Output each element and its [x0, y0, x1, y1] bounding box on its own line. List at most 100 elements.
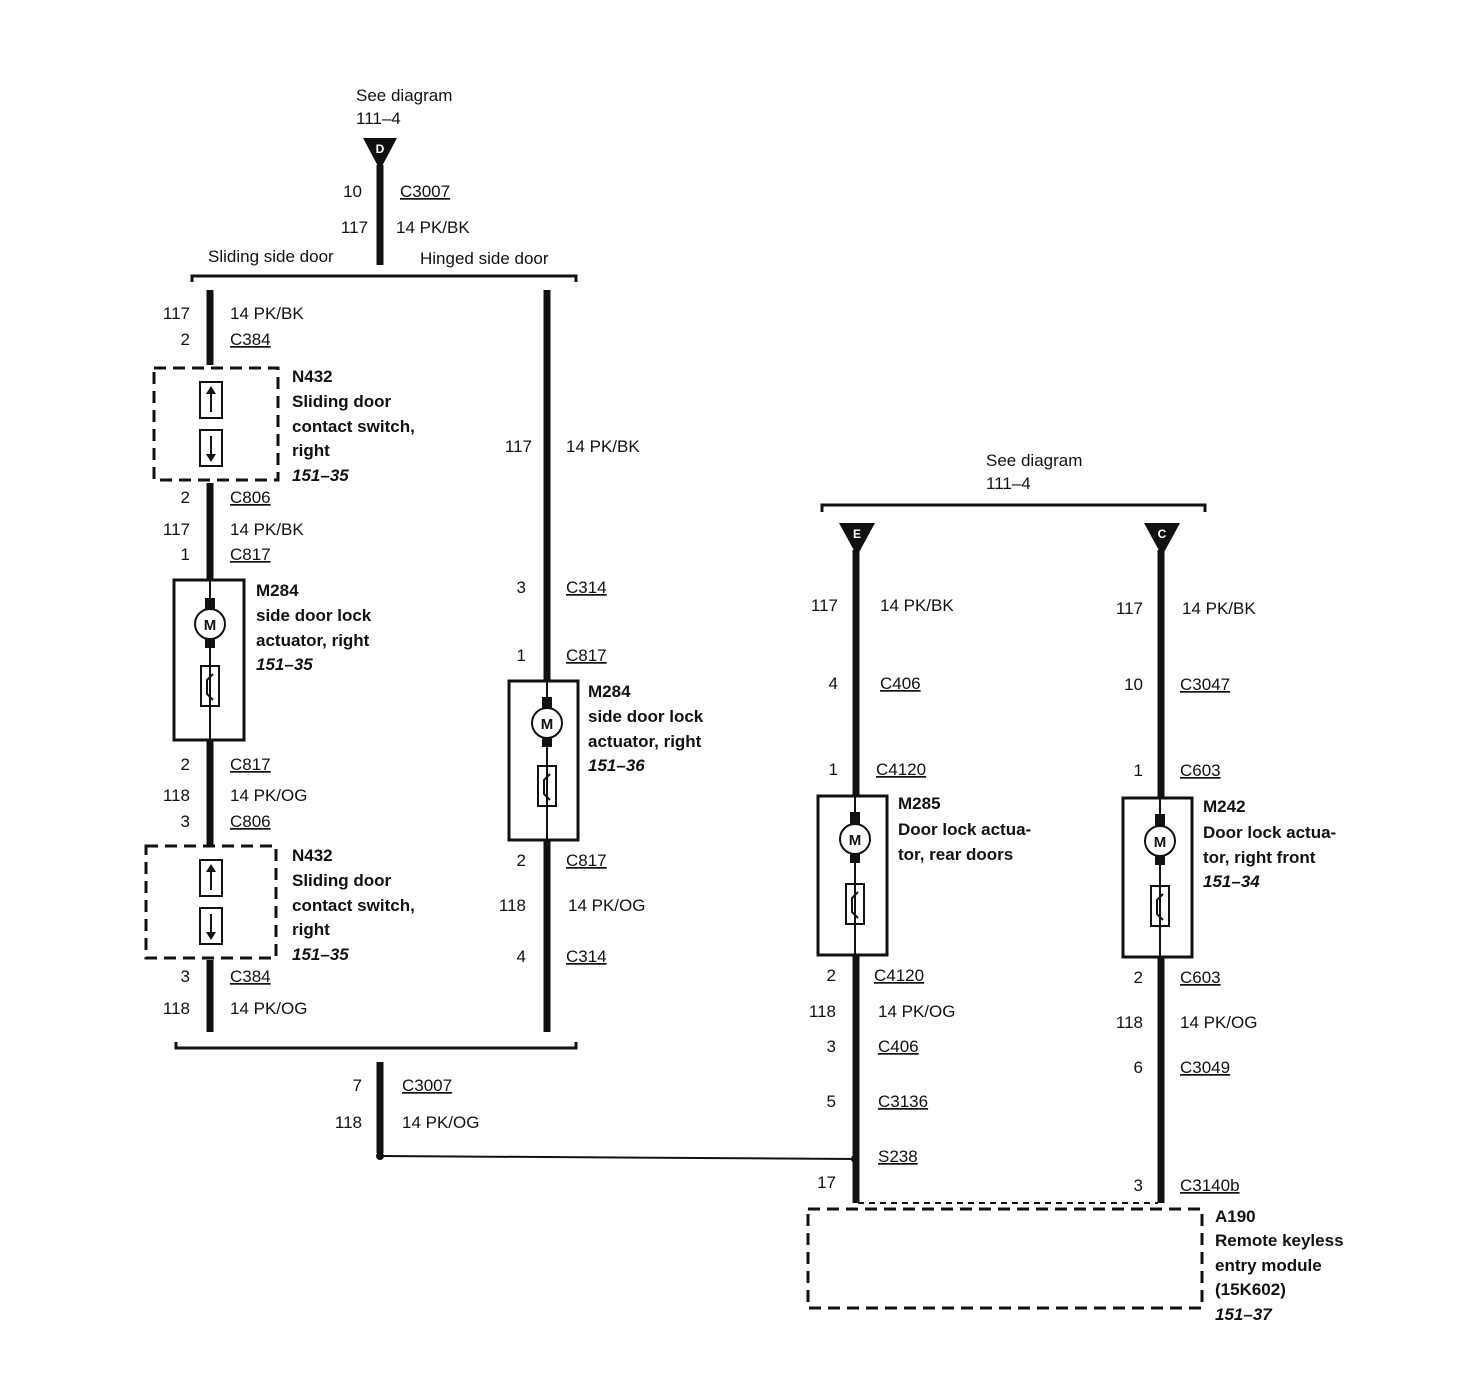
see-diagram-label: See diagram [356, 86, 452, 105]
lock-switch-icon [1150, 885, 1170, 927]
component-name: contact switch, [292, 896, 415, 915]
component-id: M284 [588, 682, 631, 701]
connector-label: C384 [230, 330, 271, 349]
component-name: Door lock actua- [898, 820, 1031, 839]
ref-letter-e: E [853, 527, 861, 541]
component-name: entry module [1215, 1256, 1322, 1275]
wire-label: 14 PK/BK [880, 596, 954, 615]
wire-label: 14 PK/BK [566, 437, 640, 456]
component-name: side door lock [588, 707, 704, 726]
wire-label: 14 PK/BK [396, 218, 470, 237]
pin-label: 1 [1134, 761, 1143, 780]
component-name: Sliding door [292, 871, 392, 890]
component-id: M284 [256, 581, 299, 600]
component-id: A190 [1215, 1207, 1256, 1226]
switch-contact-up-icon [199, 381, 223, 419]
wire-label: 14 PK/OG [568, 896, 645, 915]
connector-label: C3049 [1180, 1058, 1230, 1077]
switch-contact-up-icon [199, 859, 223, 897]
ref-triangle-c-icon [1144, 523, 1180, 556]
circuit-label: 118 [809, 1002, 836, 1021]
switch-contact-down-icon [199, 907, 223, 945]
component-name: right [292, 920, 330, 939]
component-page-ref: 151–35 [256, 655, 313, 674]
connector-label: C3047 [1180, 675, 1230, 694]
component-name: Sliding door [292, 392, 392, 411]
circuit-label: 117 [1116, 599, 1143, 618]
circuit-label: 118 [163, 786, 190, 805]
pin-label: 1 [829, 760, 838, 779]
wire-label: 14 PK/BK [1182, 599, 1256, 618]
component-page-ref: 151–34 [1203, 872, 1260, 891]
switch-n432-bottom-box [144, 844, 278, 960]
pin-label: 3 [1134, 1176, 1143, 1195]
connector-label: C384 [230, 967, 271, 986]
connector-label: C406 [880, 674, 921, 693]
wire-label: 14 PK/OG [230, 999, 307, 1018]
wire-label: 14 PK/OG [878, 1002, 955, 1021]
svg-text:M: M [849, 832, 862, 849]
component-name: actuator, right [588, 732, 702, 751]
pin-label: 4 [517, 947, 526, 966]
connector-label: C3136 [878, 1092, 928, 1111]
pin-label: 17 [817, 1173, 836, 1192]
circuit-label: 117 [811, 596, 838, 615]
component-page-ref: 151–36 [588, 756, 645, 775]
wire-label: 14 PK/OG [1180, 1013, 1257, 1032]
component-id: M285 [898, 794, 941, 813]
see-diagram-label: See diagram [986, 451, 1082, 470]
branch-sliding-label: Sliding side door [208, 247, 334, 266]
connector-label: C817 [566, 646, 607, 665]
circuit-label: 117 [341, 218, 368, 237]
splice-label: S238 [878, 1147, 918, 1166]
svg-text:M: M [204, 617, 217, 634]
circuit-label: 118 [163, 999, 190, 1018]
connector-label: C817 [230, 545, 271, 564]
ref-triangle-d-icon [363, 138, 397, 170]
pin-label: 3 [827, 1037, 836, 1056]
pin-label: 2 [827, 966, 836, 985]
pin-label: 1 [181, 545, 190, 564]
lock-switch-icon [845, 883, 865, 925]
circuit-label: 118 [1116, 1013, 1143, 1032]
circuit-label: 117 [163, 304, 190, 323]
component-name: contact switch, [292, 417, 415, 436]
connector-label: C603 [1180, 761, 1221, 780]
component-name: Remote keyless [1215, 1231, 1344, 1250]
component-page-ref: 151–37 [1215, 1305, 1273, 1324]
component-id: M242 [1203, 797, 1246, 816]
circuit-label: 117 [163, 520, 190, 539]
wire-label: 14 PK/OG [402, 1113, 479, 1132]
connector-label: C3140b [1180, 1176, 1240, 1195]
pin-label: 2 [181, 755, 190, 774]
wire-label: 14 PK/BK [230, 304, 304, 323]
lock-switch-icon [200, 665, 220, 707]
pin-label: 6 [1134, 1058, 1143, 1077]
pin-label: 10 [343, 182, 362, 201]
pin-label: 5 [827, 1092, 836, 1111]
pin-label: 2 [181, 330, 190, 349]
branch-bus-top [190, 274, 578, 282]
pin-label: 7 [353, 1076, 362, 1095]
connector-label: C314 [566, 578, 607, 597]
circuit-label: 118 [499, 896, 526, 915]
wire-label: 14 PK/OG [230, 786, 307, 805]
right-bus [820, 503, 1207, 512]
ref-letter-c: C [1158, 527, 1167, 541]
component-name: tor, right front [1203, 848, 1316, 867]
module-a190-box [806, 1207, 1204, 1310]
component-name: side door lock [256, 606, 372, 625]
connector-label: C4120 [874, 966, 924, 985]
connector-label: C806 [230, 488, 271, 507]
connector-label: C3007 [400, 182, 450, 201]
connector-label: C3007 [402, 1076, 452, 1095]
component-name: tor, rear doors [898, 845, 1013, 864]
pin-label: 3 [181, 967, 190, 986]
component-name: Door lock actua- [1203, 823, 1336, 842]
component-name: right [292, 441, 330, 460]
ref-triangle-e-icon [839, 523, 875, 556]
circuit-label: 117 [505, 437, 532, 456]
component-name: (15K602) [1215, 1280, 1286, 1299]
circuit-label: 118 [335, 1113, 362, 1132]
connector-label: C4120 [876, 760, 926, 779]
